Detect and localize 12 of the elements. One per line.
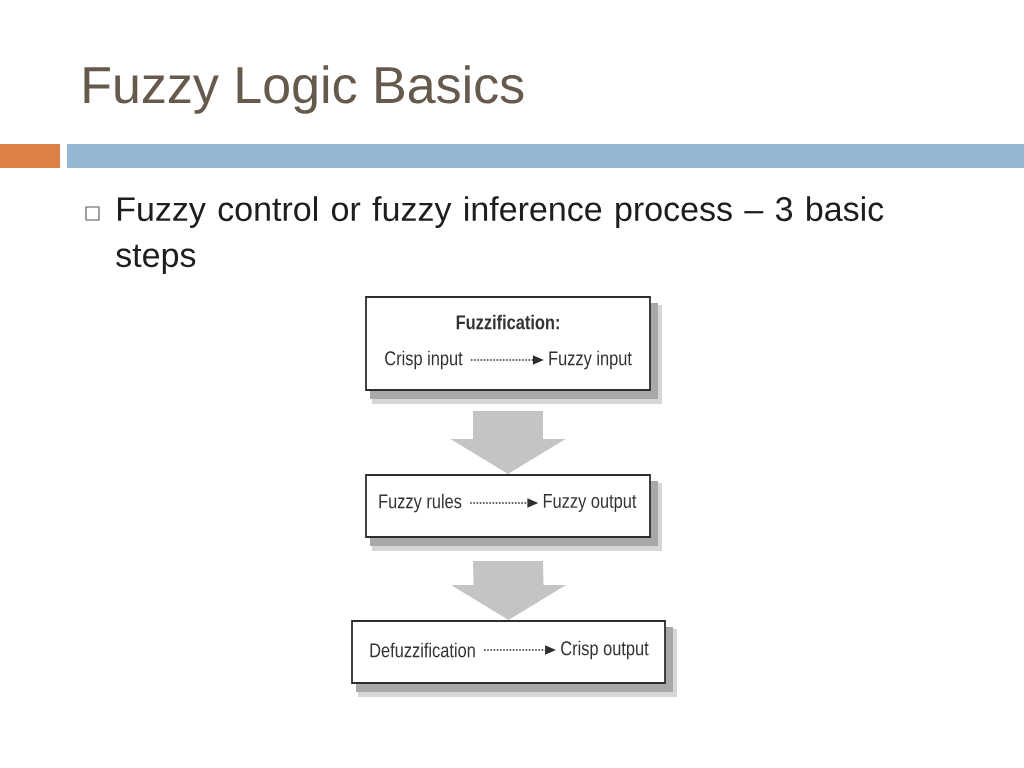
block-arrow bbox=[451, 560, 566, 621]
term-label: Fuzzy input bbox=[549, 350, 632, 370]
slide-title: Fuzzy Logic Basics bbox=[84, 65, 524, 114]
term-label: Crisp input bbox=[385, 350, 463, 370]
term-label: Fuzzy rules bbox=[379, 493, 462, 513]
bullet-text: Fuzzy control or fuzzy inference process – 3 basic steps bbox=[116, 196, 884, 274]
term-label: Defuzzification bbox=[370, 642, 475, 658]
block-arrow bbox=[450, 410, 566, 475]
term-label: Crisp output bbox=[561, 640, 649, 660]
term-label: Fuzzy output bbox=[543, 494, 637, 512]
process-box bbox=[351, 620, 677, 697]
process-box bbox=[365, 474, 662, 551]
